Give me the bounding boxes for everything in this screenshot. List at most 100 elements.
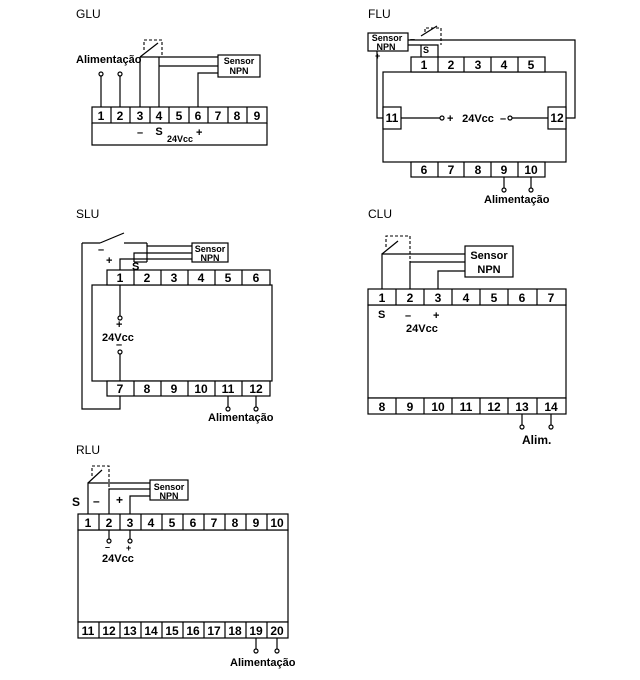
slu-terminal-4: 4 (198, 271, 205, 285)
rlu-plus-lead: + (126, 543, 131, 553)
glu-terminal-4: 4 (156, 109, 163, 123)
slu-terminal-10: 10 (194, 382, 208, 396)
rlu-terminal-1: 1 (85, 516, 92, 530)
rlu-terminal-16: 16 (186, 624, 200, 638)
flu-title: FLU (368, 7, 391, 21)
slu-power-label: Alimentação (208, 412, 274, 424)
rlu-terminal-10: 10 (270, 516, 284, 530)
rlu-plus: + (116, 493, 123, 507)
flu-sensor-minus: – (410, 34, 415, 44)
rlu-power-label: Alimentação (230, 657, 296, 669)
flu-switch (420, 25, 442, 45)
rlu-voltage: 24Vcc (102, 553, 134, 565)
diagram-rlu: RLU 1 2 3 4 5 6 7 8 9 10 (72, 443, 296, 669)
clu-top-dividers (395, 289, 538, 305)
rlu-terminal-18: 18 (228, 624, 242, 638)
diagram-slu: SLU 1 2 3 4 5 6 7 8 9 10 11 12 (76, 207, 274, 424)
flu-terminal-3: 3 (475, 58, 482, 72)
flu-bottom-strip (410, 161, 546, 178)
slu-terminal-12: 12 (249, 382, 263, 396)
clu-terminal-10: 10 (431, 400, 445, 414)
rlu-terminal-19: 19 (249, 624, 263, 638)
clu-terminal-4: 4 (463, 291, 470, 305)
glu-title: GLU (76, 7, 101, 21)
flu-sensor-box (367, 32, 409, 52)
slu-terminal-3: 3 (171, 271, 178, 285)
glu-terminal-dividers (110, 107, 248, 123)
slu-minus-internal: – (116, 339, 122, 351)
rlu-wires (87, 465, 150, 514)
flu-terminal-5: 5 (528, 58, 535, 72)
glu-terminal-6: 6 (195, 109, 202, 123)
rlu-terminal-7: 7 (211, 516, 218, 530)
rlu-terminal-12: 12 (102, 624, 116, 638)
rlu-supply-leads (106, 530, 133, 544)
slu-s: S (132, 261, 139, 273)
rlu-body (77, 529, 289, 623)
flu-terminal-4: 4 (501, 58, 508, 72)
glu-terminal-9: 9 (254, 109, 261, 123)
clu-terminal-5: 5 (491, 291, 498, 305)
clu-top-strip (367, 288, 567, 306)
clu-wires (381, 235, 465, 289)
rlu-terminal-5: 5 (169, 516, 176, 530)
flu-sensor-s: S (423, 45, 429, 55)
clu-terminal-7: 7 (548, 291, 555, 305)
slu-title: SLU (76, 207, 99, 221)
clu-terminal-12: 12 (487, 400, 501, 414)
clu-minus: – (405, 310, 411, 322)
flu-terminal-10: 10 (524, 163, 538, 177)
rlu-terminal-3: 3 (127, 516, 134, 530)
rlu-title: RLU (76, 443, 100, 457)
slu-terminal-6: 6 (253, 271, 260, 285)
glu-sensor-label: Sensor (224, 56, 255, 66)
slu-wires (81, 232, 192, 410)
slu-top-dividers (133, 270, 243, 285)
glu-sensor-wires (140, 56, 218, 107)
slu-power-leads (225, 396, 259, 412)
clu-terminal-14: 14 (544, 400, 558, 414)
rlu-terminal-11: 11 (82, 624, 95, 638)
flu-plus: + (447, 113, 453, 125)
flu-bottom-dividers (437, 162, 519, 177)
rlu-terminal-2: 2 (106, 516, 113, 530)
slu-bottom-dividers (133, 381, 243, 396)
clu-terminal-9: 9 (407, 400, 414, 414)
flu-power-leads (501, 177, 534, 193)
glu-sensor-type: NPN (229, 66, 248, 76)
slu-terminal-11: 11 (222, 382, 235, 396)
glu-body (91, 123, 268, 146)
glu-terminal-2: 2 (117, 109, 124, 123)
slu-internal-supply (117, 285, 123, 381)
glu-plus: + (196, 127, 202, 139)
glu-switch (139, 39, 163, 107)
slu-minus: – (98, 244, 104, 256)
clu-s: S (378, 309, 385, 321)
clu-title: CLU (368, 207, 392, 221)
flu-internal-supply (401, 115, 548, 121)
slu-plus-internal: + (116, 319, 122, 331)
clu-terminal-6: 6 (519, 291, 526, 305)
glu-terminal-5: 5 (176, 109, 183, 123)
glu-minus: – (137, 127, 143, 139)
flu-terminal-1: 1 (421, 58, 428, 72)
rlu-minus: – (93, 494, 100, 508)
rlu-terminal-8: 8 (232, 516, 239, 530)
clu-terminal-2: 2 (407, 291, 414, 305)
rlu-terminal-14: 14 (144, 624, 158, 638)
flu-power-label: Alimentação (484, 194, 550, 206)
clu-bottom-dividers (395, 398, 538, 414)
slu-sensor-type: NPN (200, 253, 219, 263)
flu-terminal-2: 2 (448, 58, 455, 72)
rlu-bottom-dividers (98, 622, 268, 638)
flu-voltage: 24Vcc (462, 113, 494, 125)
flu-sensor-label: Sensor (372, 33, 403, 43)
flu-sensor-type: NPN (376, 42, 395, 52)
clu-sensor-type: NPN (477, 264, 500, 276)
flu-terminal-11: 11 (386, 111, 399, 125)
clu-terminal-13: 13 (515, 400, 529, 414)
rlu-terminal-15: 15 (165, 624, 179, 638)
flu-top-strip (410, 56, 546, 73)
rlu-terminal-9: 9 (253, 516, 260, 530)
clu-bottom-strip (367, 397, 567, 415)
